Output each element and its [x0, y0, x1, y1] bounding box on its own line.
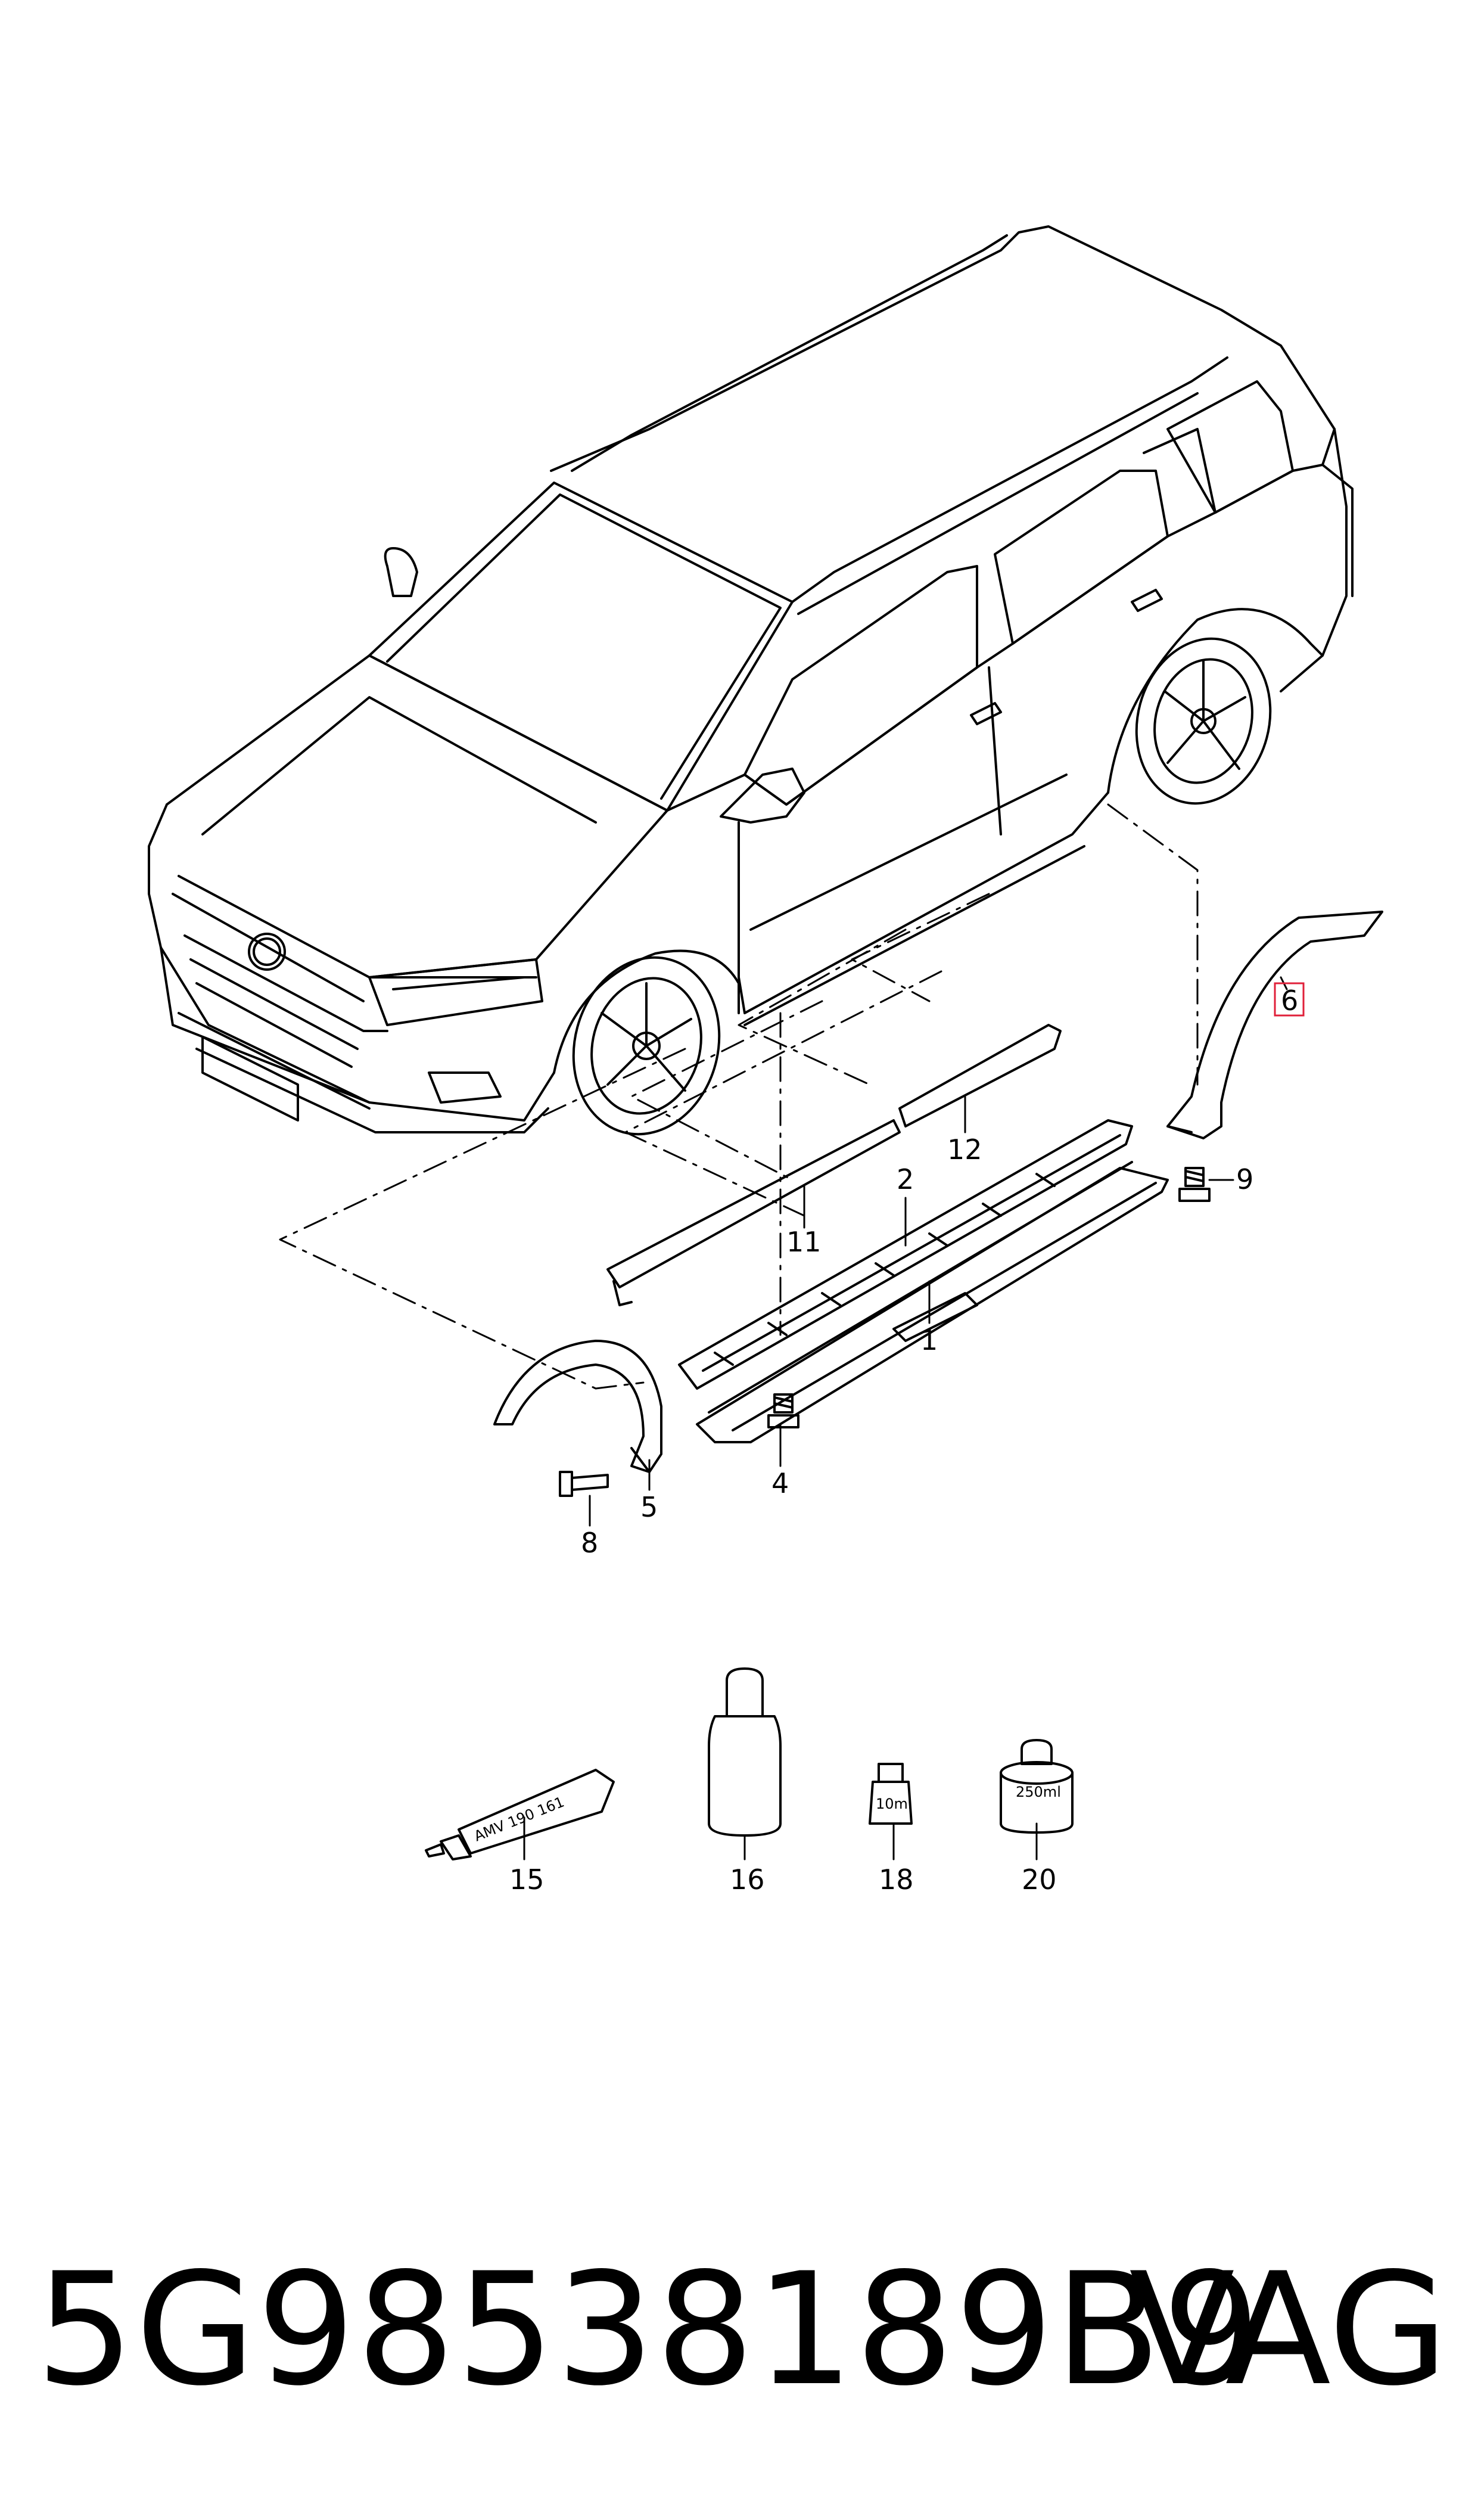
highlight-box-callout-6: [1274, 982, 1305, 1017]
callout-6[interactable]: 6: [1281, 984, 1298, 1017]
callout-4[interactable]: 4: [771, 1467, 789, 1499]
part-4-screw[interactable]: [767, 1393, 799, 1428]
callout-18[interactable]: 18: [879, 1863, 914, 1896]
brand-name: VAG: [1129, 2240, 1448, 2420]
part-number: 5G98538189B9: [36, 2240, 1262, 2420]
part-6-wheel-arch-trim-rear[interactable]: [1166, 911, 1383, 1139]
callout-2[interactable]: 2: [897, 1163, 914, 1195]
part-18-small-bottle[interactable]: [869, 1763, 913, 1825]
car-outline: [148, 225, 1354, 1136]
footer-bar: 5G98538189B9 VAG: [0, 2241, 1484, 2419]
part-8-screw[interactable]: [559, 1471, 609, 1497]
part-12-trim-strip[interactable]: [898, 1024, 1062, 1128]
part-20-can[interactable]: [1000, 1739, 1074, 1834]
callout-5[interactable]: 5: [640, 1491, 658, 1523]
part-9-screw[interactable]: [1178, 1167, 1211, 1202]
can-label: 250ml: [1016, 1784, 1061, 1800]
callout-9[interactable]: 9: [1236, 1163, 1253, 1195]
part-16-bottle[interactable]: [708, 1667, 782, 1837]
callout-8[interactable]: 8: [581, 1527, 598, 1559]
callout-15[interactable]: 15: [509, 1863, 545, 1896]
part-11-trim-strip[interactable]: [606, 1119, 901, 1306]
callout-20[interactable]: 20: [1022, 1863, 1057, 1896]
callout-12[interactable]: 12: [947, 1133, 982, 1166]
callout-16[interactable]: 16: [730, 1863, 765, 1896]
part-2-mounting-bracket[interactable]: [678, 1119, 1133, 1390]
part-15-adhesive-tube[interactable]: [425, 1769, 615, 1860]
part-1-side-sill[interactable]: [696, 1161, 1169, 1443]
callout-leaders: [523, 976, 1288, 1860]
callout-11[interactable]: 11: [786, 1226, 822, 1258]
callout-labels: 1 2 4 5 6 8 9 11 12 15 16 18 20: [509, 984, 1298, 1896]
leader-lines: [279, 803, 1199, 1390]
callout-1[interactable]: 1: [920, 1324, 938, 1356]
small-bottle-label: 10ml: [876, 1796, 912, 1812]
part-5-wheel-arch-trim-front[interactable]: [493, 1340, 662, 1473]
